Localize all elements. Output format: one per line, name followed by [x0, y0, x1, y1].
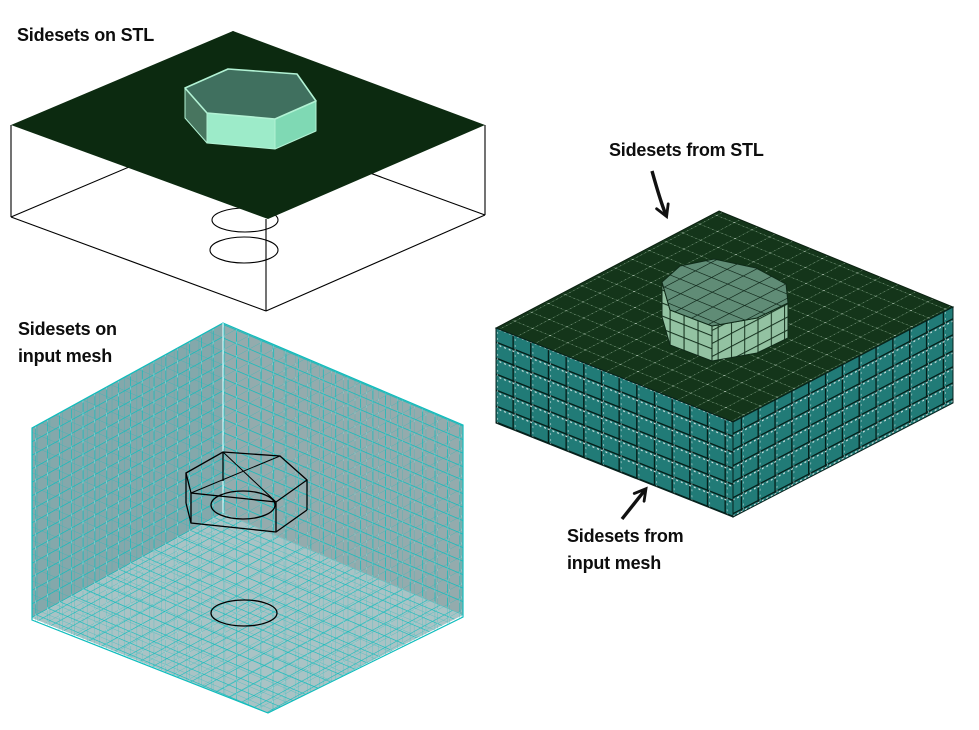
mesh-silhouette [31, 322, 464, 714]
label-line: Sidesets on [18, 319, 117, 339]
label-line: input mesh [567, 553, 662, 573]
label-sidesets-on-stl: Sidesets on STL [17, 25, 155, 45]
label-sidesets-from-stl: Sidesets from STL [609, 140, 764, 160]
hexagon-hole-ellipse [210, 490, 276, 520]
label-line: input mesh [18, 346, 113, 366]
floor-hole-ellipse [210, 599, 278, 627]
result-boss-top [661, 258, 789, 327]
result-boss [661, 258, 789, 362]
label-line: Sidesets from [567, 526, 684, 546]
label-sidesets-on-input-mesh: Sidesets on input mesh [18, 316, 117, 370]
input-mesh-figure [31, 322, 464, 714]
result-right-wall [732, 306, 954, 518]
result-mesh-figure [494, 210, 955, 518]
stl-figure [10, 31, 486, 312]
mesh-near-wall-overlay-right [32, 323, 463, 713]
stl-boss-top-face [184, 68, 317, 120]
label-sidesets-from-input-mesh: Sidesets from input mesh [567, 523, 684, 577]
stl-hex-boss [184, 68, 317, 150]
hexagon-wireframe-overlay [185, 451, 309, 533]
stl-cylinder-bottom-ellipse [209, 236, 279, 264]
